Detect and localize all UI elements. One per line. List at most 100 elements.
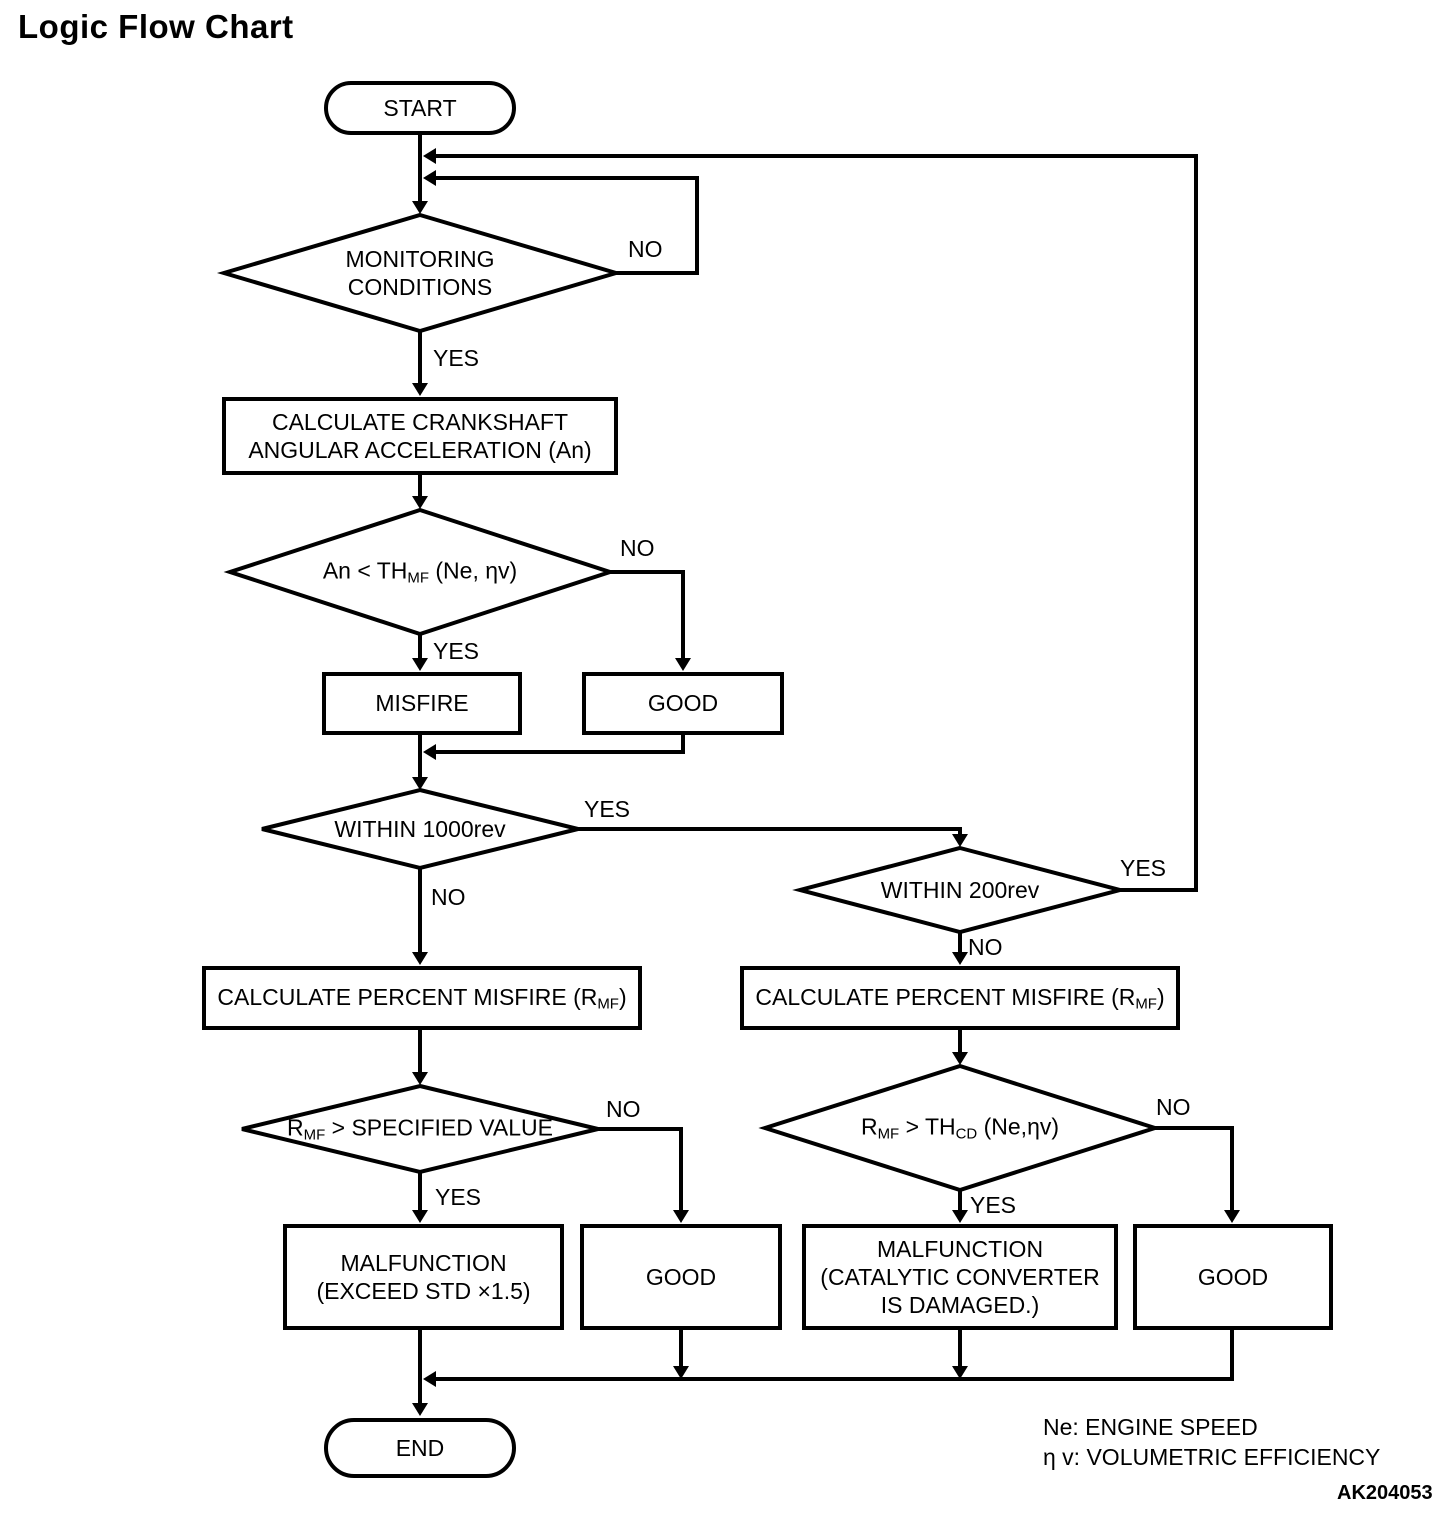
label-part: R bbox=[287, 1114, 304, 1141]
calc-percent-misfire-left-label: CALCULATE PERCENT MISFIRE (RMF) bbox=[217, 983, 626, 1014]
label-part: (Ne,ηv) bbox=[977, 1113, 1060, 1140]
branch-label-an-yes: YES bbox=[433, 638, 480, 664]
label-part: ) bbox=[618, 983, 627, 1010]
within-200rev-diamond-shape bbox=[792, 845, 1128, 935]
calc-crankshaft-accel-line2: ANGULAR ACCELERATION (An) bbox=[248, 437, 592, 463]
end-label: END bbox=[395, 1434, 445, 1461]
malfunction-catalytic-line2: (CATALYTIC CONVERTER bbox=[820, 1263, 1100, 1290]
connector-bottom-merge bbox=[436, 1330, 1234, 1381]
label-subscript: MF bbox=[597, 995, 619, 1013]
misfire-box: MISFIRE bbox=[322, 672, 522, 735]
calc-percent-misfire-right-box: CALCULATE PERCENT MISFIRE (RMF) bbox=[740, 966, 1180, 1030]
within-1000rev-diamond-shape bbox=[261, 787, 579, 871]
arrowhead-into-misfire bbox=[412, 658, 428, 671]
monitoring-conditions-decision: MONITORING CONDITIONS bbox=[345, 245, 494, 301]
arrowheads bbox=[412, 148, 1240, 1416]
branch-label-1000rev-no: NO bbox=[431, 884, 466, 910]
label-part: R bbox=[860, 1113, 878, 1140]
label-subscript: MF bbox=[1135, 995, 1157, 1013]
arrowhead-into-thcd-diamond bbox=[952, 1052, 968, 1065]
start-label: START bbox=[383, 94, 457, 121]
legend-line-ne: Ne: ENGINE SPEED bbox=[1043, 1414, 1258, 1440]
arrowhead-into-good-left bbox=[673, 1210, 689, 1223]
label-part: CALCULATE PERCENT MISFIRE (R bbox=[217, 983, 598, 1010]
calc-crankshaft-accel-box: CALCULATE CRANKSHAFT ANGULAR ACCELERATIO… bbox=[222, 397, 618, 475]
calc-percent-misfire-left-box: CALCULATE PERCENT MISFIRE (RMF) bbox=[202, 966, 642, 1030]
label-part: > TH bbox=[899, 1113, 956, 1140]
malfunction-catalytic-box: MALFUNCTION (CATALYTIC CONVERTER IS DAMA… bbox=[802, 1224, 1118, 1330]
branch-label-thcd-yes: YES bbox=[970, 1192, 1017, 1218]
arrowhead-loop-200rev bbox=[423, 148, 436, 164]
within-1000rev-decision: WITHIN 1000rev bbox=[334, 815, 505, 843]
arrowhead-loop-monitoring-no bbox=[423, 170, 436, 186]
figure-code: AK204053 bbox=[1337, 1482, 1433, 1504]
arrowhead-bottom-merge bbox=[423, 1371, 436, 1387]
label-part: ) bbox=[1156, 983, 1165, 1010]
within-200rev-decision: WITHIN 200rev bbox=[881, 876, 1039, 904]
connector-200rev-yes-loop bbox=[436, 154, 1198, 892]
label-subscript: CD bbox=[955, 1125, 978, 1143]
arrowhead-into-calc-accel bbox=[412, 383, 428, 396]
rmf-specified-decision: RMF > SPECIFIED VALUE bbox=[287, 1114, 553, 1145]
monitoring-conditions-line2: CONDITIONS bbox=[347, 274, 493, 300]
legend: Ne: ENGINE SPEED η v: VOLUMETRIC EFFICIE… bbox=[1043, 1412, 1380, 1472]
rmf-thcd-decision: RMF > THCD (Ne,ηv) bbox=[861, 1113, 1059, 1144]
arrowhead-into-good-right bbox=[1224, 1210, 1240, 1223]
branch-label-rmf-yes: YES bbox=[435, 1184, 482, 1210]
arrowhead-into-an-diamond bbox=[412, 496, 428, 509]
label-part: (Ne, ηv) bbox=[428, 557, 518, 584]
rmf-thcd-diamond-shape bbox=[758, 1063, 1162, 1193]
rmf-specified-diamond-shape bbox=[241, 1083, 599, 1175]
arrowhead-into-good-top bbox=[675, 658, 691, 671]
calc-crankshaft-accel-line1: CALCULATE CRANKSHAFT bbox=[271, 408, 569, 435]
branch-label-monitoring-yes: YES bbox=[433, 345, 480, 371]
label-subscript: MF bbox=[303, 1126, 326, 1144]
good-top-label: GOOD bbox=[647, 690, 719, 717]
label-part: An < TH bbox=[322, 557, 408, 584]
branch-label-200rev-yes: YES bbox=[1120, 855, 1167, 881]
arrowhead-into-calc-percent-right bbox=[952, 952, 968, 965]
arrowhead-malfunction-cat-merge bbox=[952, 1366, 968, 1379]
arrowhead-good-left-merge bbox=[673, 1366, 689, 1379]
branch-label-an-no: NO bbox=[620, 535, 655, 561]
branch-label-thcd-no: NO bbox=[1156, 1094, 1191, 1120]
connector-rmf-no bbox=[598, 1127, 683, 1211]
malfunction-catalytic-line1: MALFUNCTION bbox=[876, 1235, 1044, 1262]
arrowhead-into-1000rev bbox=[412, 777, 428, 790]
arrowhead-good-top-merge bbox=[423, 744, 436, 760]
label-subscript: MF bbox=[407, 569, 429, 587]
good-left-box: GOOD bbox=[580, 1224, 782, 1330]
within-1000rev-label: WITHIN 1000rev bbox=[334, 815, 506, 842]
end-terminal: END bbox=[324, 1418, 516, 1478]
malfunction-exceed-std-line2: (EXCEED STD ×1.5) bbox=[316, 1278, 531, 1304]
label-part: > SPECIFIED VALUE bbox=[325, 1114, 553, 1141]
start-terminal: START bbox=[324, 81, 516, 135]
calc-percent-misfire-right-label: CALCULATE PERCENT MISFIRE (RMF) bbox=[755, 983, 1164, 1014]
monitoring-conditions-line1: MONITORING bbox=[345, 245, 495, 272]
branch-label-200rev-no: NO bbox=[968, 934, 1003, 960]
branch-label-monitoring-no: NO bbox=[628, 236, 663, 262]
misfire-label: MISFIRE bbox=[375, 690, 469, 717]
connector-thcd-no bbox=[1155, 1126, 1234, 1211]
connector-lines bbox=[418, 135, 1234, 1404]
malfunction-exceed-std-box: MALFUNCTION (EXCEED STD ×1.5) bbox=[283, 1224, 564, 1330]
good-left-label: GOOD bbox=[645, 1263, 717, 1290]
connector-good-top-merge bbox=[436, 735, 685, 754]
within-200rev-label: WITHIN 200rev bbox=[880, 876, 1040, 903]
decision-diamonds bbox=[216, 212, 1162, 1193]
label-subscript: MF bbox=[877, 1125, 900, 1143]
branch-label-rmf-no: NO bbox=[606, 1096, 641, 1122]
good-top-box: GOOD bbox=[582, 672, 784, 735]
branch-label-1000rev-yes: YES bbox=[584, 796, 631, 822]
arrowhead-into-200rev bbox=[952, 834, 968, 847]
page-title: Logic Flow Chart bbox=[18, 8, 294, 45]
arrowhead-into-monitoring bbox=[412, 201, 428, 214]
connector-1000rev-yes bbox=[578, 827, 962, 835]
arrowhead-into-malfunction-std bbox=[412, 1210, 428, 1223]
arrowhead-into-end bbox=[412, 1403, 428, 1416]
malfunction-exceed-std-line1: MALFUNCTION bbox=[340, 1249, 507, 1276]
arrowhead-into-calc-percent-left bbox=[412, 952, 428, 965]
label-part: CALCULATE PERCENT MISFIRE (R bbox=[755, 983, 1136, 1010]
